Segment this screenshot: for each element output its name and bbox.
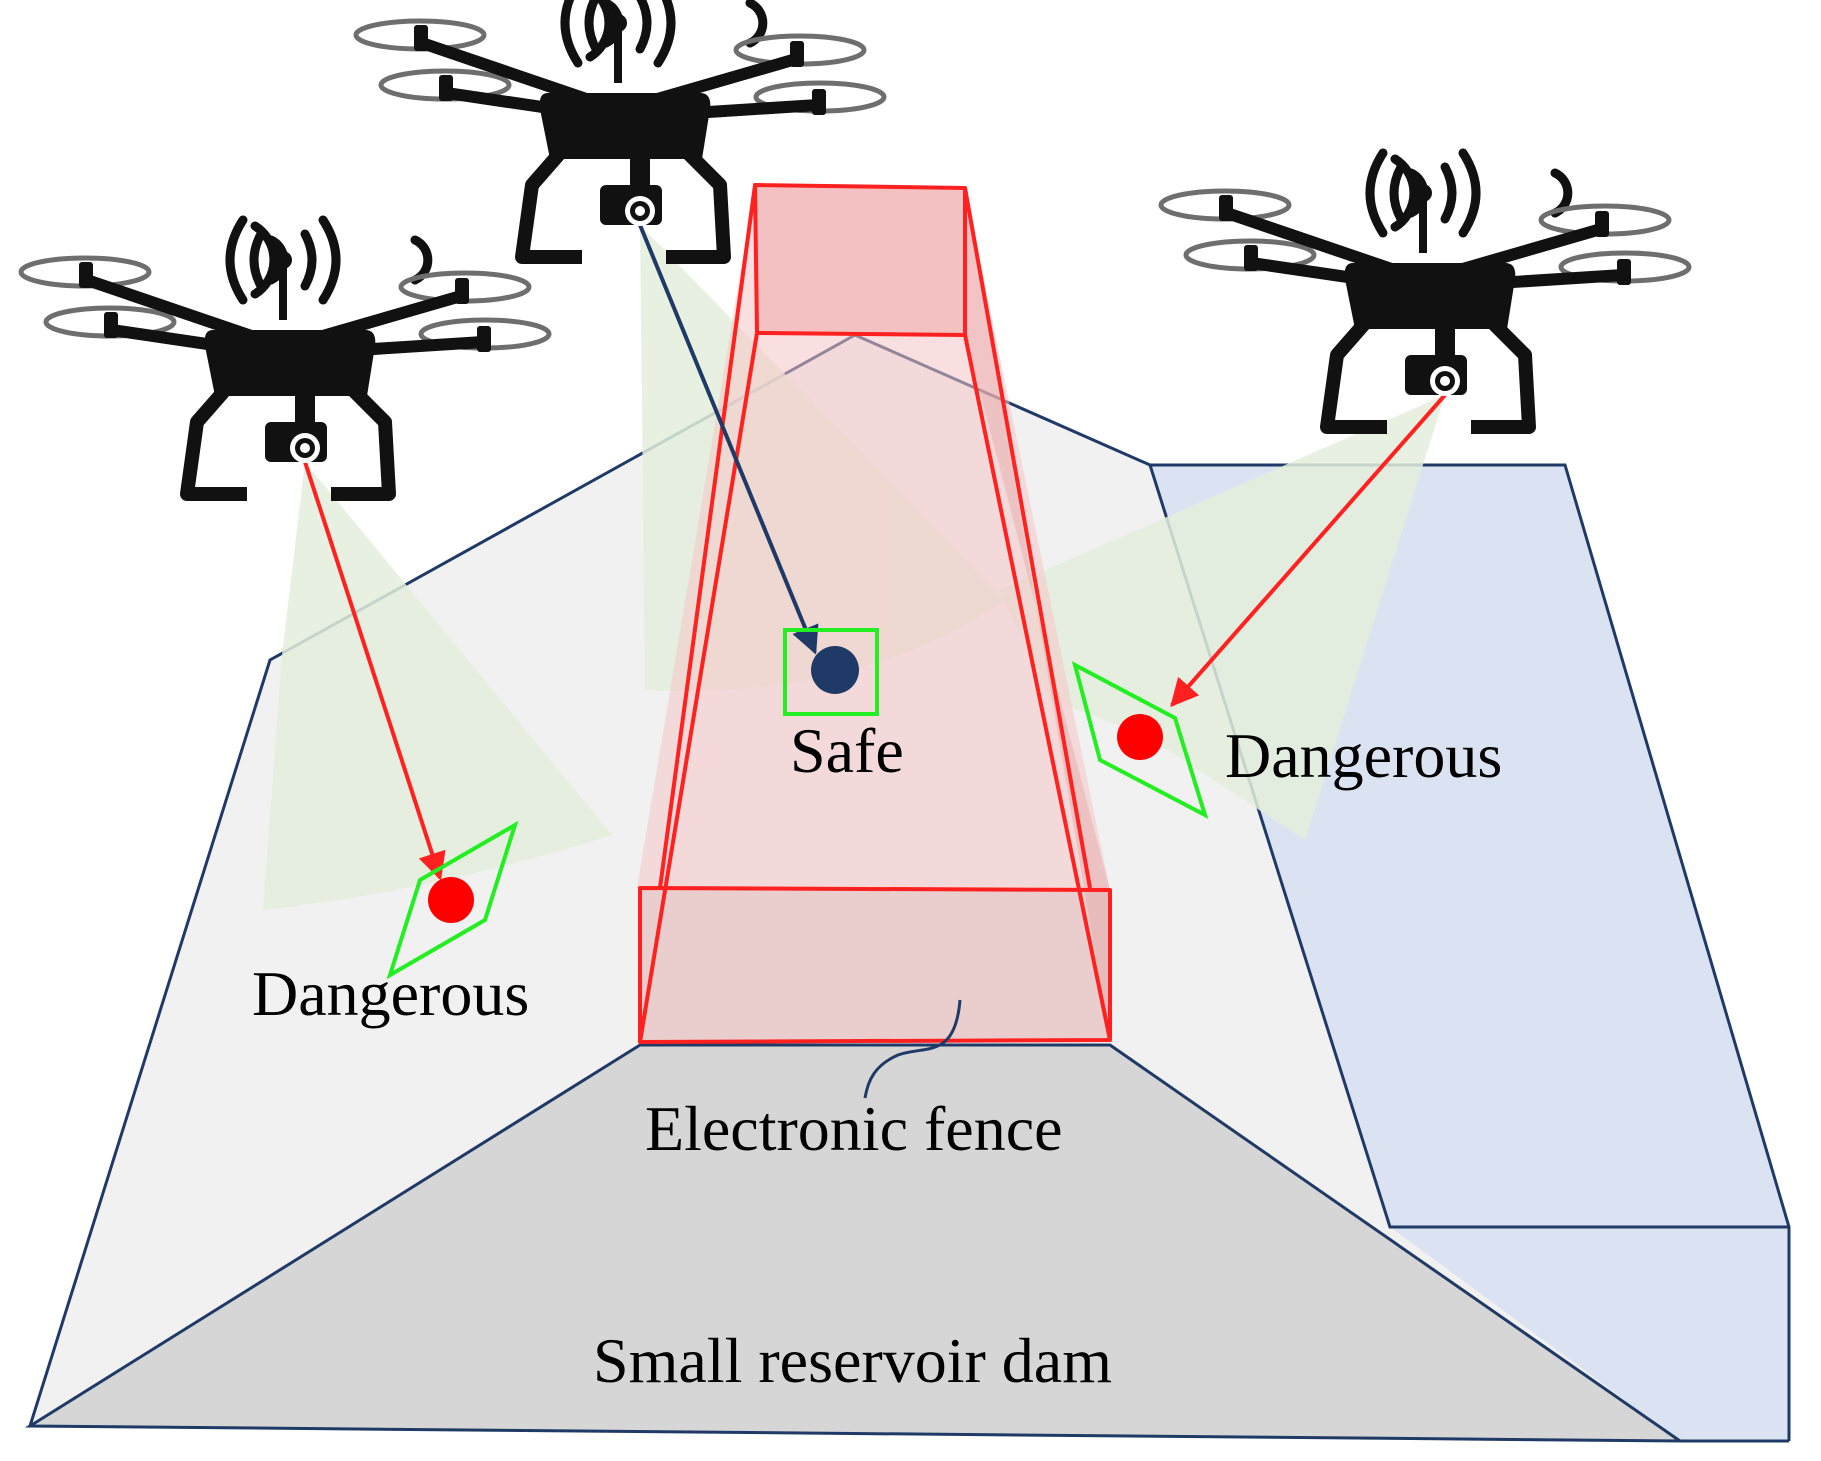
label-electronic-fence: Electronic fence	[645, 1093, 1063, 1164]
label-dam: Small reservoir dam	[593, 1325, 1112, 1396]
ray-right-dangerous	[1170, 393, 1447, 708]
ray-center-safe	[638, 224, 819, 655]
ray-left-dangerous	[303, 461, 446, 881]
electronic-fence	[637, 183, 1112, 1099]
label-safe: Safe	[790, 715, 904, 786]
dangerous-marker-left	[386, 820, 519, 980]
label-dangerous-left: Dangerous	[252, 958, 529, 1029]
safe-marker-center	[783, 628, 879, 716]
label-dangerous-right: Dangerous	[1225, 720, 1502, 791]
dangerous-marker-right	[1071, 661, 1209, 820]
fence-leader-line	[863, 999, 962, 1099]
drone-icon	[21, 220, 549, 494]
drone-icon	[1161, 153, 1689, 427]
